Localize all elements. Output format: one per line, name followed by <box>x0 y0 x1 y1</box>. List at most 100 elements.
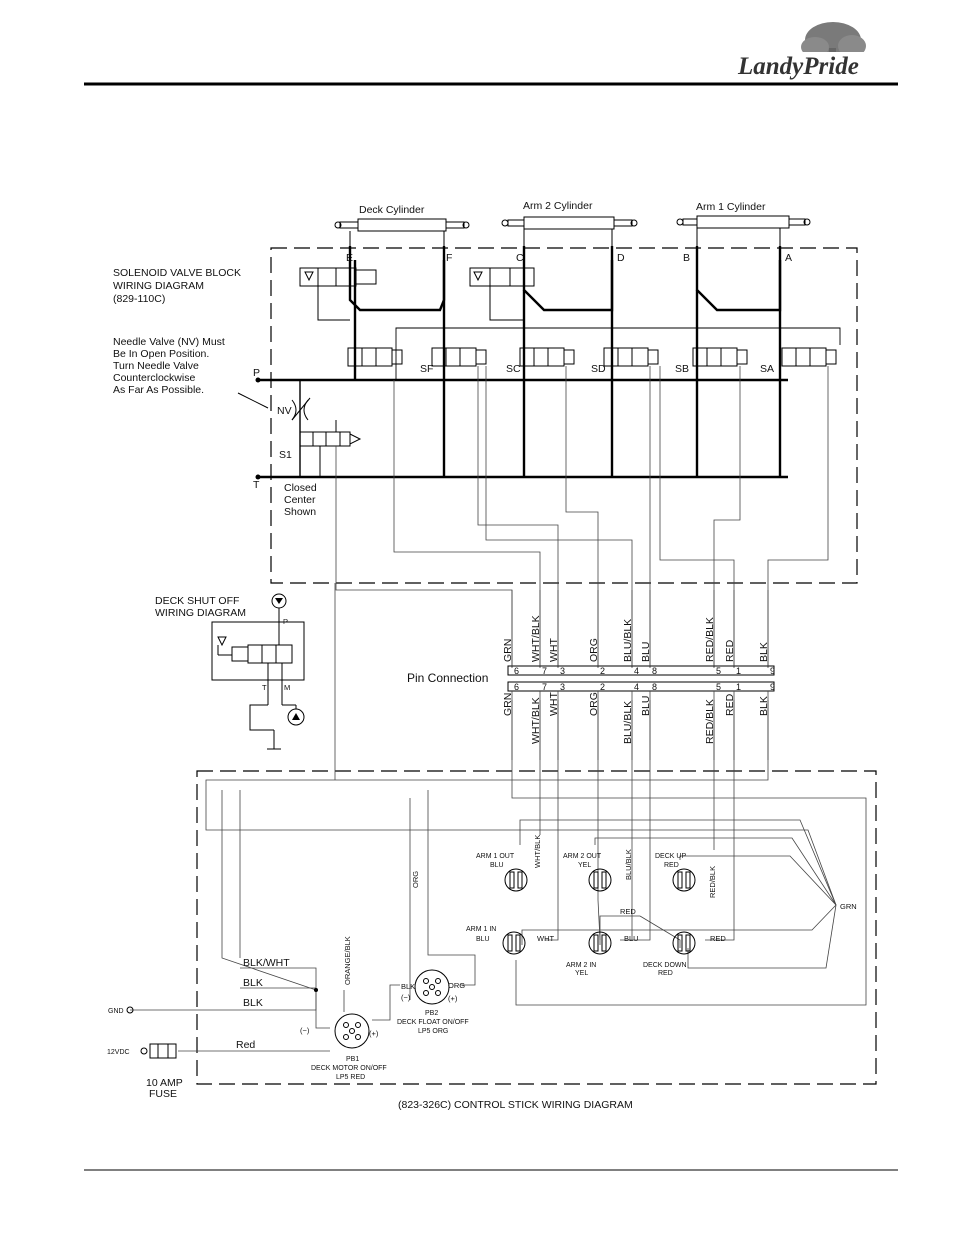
fuse-label-1: 10 AMP <box>146 1077 183 1089</box>
arm2-in-button: ARM 2 IN YEL BLU <box>566 931 639 977</box>
arm1-out-button: ARM 1 OUT BLU WHT/BLK <box>476 835 542 892</box>
orange-blk-wire-label: ORANGE/BLK <box>343 936 352 985</box>
pin-number-lower: 5 <box>716 682 721 692</box>
arm2-cylinder: Arm 2 Cylinder C D <box>501 200 638 264</box>
wire-label-upper: BLU <box>640 642 652 662</box>
v12-label: 12VDC <box>107 1049 130 1056</box>
svg-text:ORG: ORG <box>448 981 465 990</box>
org-wire-label: ORG <box>411 871 420 888</box>
wire-label-lower: WHT <box>548 692 560 716</box>
wire-label-upper: BLU/BLK <box>622 619 634 662</box>
port-t-label: T <box>253 479 260 491</box>
pin-number-lower: 4 <box>634 682 639 692</box>
control-stick-caption: (823-326C) CONTROL STICK WIRING DIAGRAM <box>398 1099 633 1111</box>
fuse-icon <box>149 1043 177 1059</box>
svg-text:SOLENOID VALVE BLOCK: SOLENOID VALVE BLOCK <box>113 267 241 279</box>
pin-number-upper: 3 <box>560 666 565 676</box>
deck-shutoff-frame <box>211 621 305 681</box>
svg-text:LP5 RED: LP5 RED <box>336 1074 365 1081</box>
pin-number-upper: 4 <box>634 666 639 676</box>
port-f-label: F <box>446 252 452 264</box>
deck-shutoff-title: DECK SHUT OFF WIRING DIAGRAM <box>155 595 246 619</box>
svg-text:RED/BLK: RED/BLK <box>708 866 717 898</box>
svg-text:M: M <box>284 683 290 692</box>
svg-text:YEL: YEL <box>578 862 591 869</box>
pin-number-lower: 9 <box>770 682 775 692</box>
pin-number-upper: 7 <box>542 666 547 676</box>
svg-text:(−): (−) <box>401 993 411 1002</box>
wire-label-upper: RED <box>724 639 736 662</box>
valve-sd-label: SD <box>591 363 606 375</box>
svg-text:DECK SHUT OFF: DECK SHUT OFF <box>155 595 239 607</box>
fuse-label-2: FUSE <box>149 1088 177 1100</box>
wire-label-lower: BLU <box>640 696 652 716</box>
valve-sb-label: SB <box>675 363 689 375</box>
svg-text:Closed: Closed <box>284 482 317 494</box>
red-power-label: Red <box>236 1039 255 1051</box>
pb1-connector: (−) (+) PB1 DECK MOTOR ON/OFF LP5 RED <box>300 1013 387 1081</box>
svg-text:DECK DOWN: DECK DOWN <box>643 962 687 969</box>
pin-number-lower: 6 <box>514 682 519 692</box>
deck-up-button: DECK UP RED RED/BLK <box>655 853 717 898</box>
pin-number-lower: 3 <box>560 682 565 692</box>
svg-text:BLU/BLK: BLU/BLK <box>624 849 633 880</box>
solenoid-s1: S1 <box>279 420 362 477</box>
svg-text:WIRING DIAGRAM: WIRING DIAGRAM <box>155 607 246 619</box>
valve-block-frame <box>270 247 858 584</box>
svg-text:LP5 ORG: LP5 ORG <box>418 1028 448 1035</box>
svg-text:ARM 1 IN: ARM 1 IN <box>466 926 496 933</box>
deck-shutoff-valve: P T M <box>217 593 305 750</box>
closed-center-note: Closed Center Shown <box>284 482 317 518</box>
control-stick-frame <box>196 770 877 1085</box>
svg-text:WIRING DIAGRAM: WIRING DIAGRAM <box>113 280 204 292</box>
grn-wire-label: GRN <box>840 902 857 911</box>
svg-text:BLU: BLU <box>624 934 639 943</box>
wire-label-lower: BLK <box>758 696 770 716</box>
svg-text:PB2: PB2 <box>425 1010 438 1017</box>
pin-number-lower: 2 <box>600 682 605 692</box>
gnd-label: GND <box>108 1008 124 1015</box>
wire-label-lower: RED <box>724 693 736 716</box>
svg-text:WHT/BLK: WHT/BLK <box>533 835 542 868</box>
needle-valve-label: NV <box>277 405 292 417</box>
arm2-upper-valve <box>469 267 535 321</box>
svg-text:BLU: BLU <box>476 936 490 943</box>
valve-block-title: SOLENOID VALVE BLOCK WIRING DIAGRAM (829… <box>113 267 241 305</box>
wire-label-upper: WHT <box>548 638 560 662</box>
svg-text:ARM 2 IN: ARM 2 IN <box>566 962 596 969</box>
wire-label-lower: RED/BLK <box>704 699 716 744</box>
pin-number-upper: 1 <box>736 666 741 676</box>
connector-lower <box>507 681 775 692</box>
pilot-line <box>395 327 841 380</box>
s1-label: S1 <box>279 449 292 461</box>
pin-number-lower: 7 <box>542 682 547 692</box>
deck-upper-valve <box>299 267 377 321</box>
arm1-cylinder: Arm 1 Cylinder B A <box>676 201 811 264</box>
svg-text:(−): (−) <box>300 1026 310 1035</box>
pin-number-upper: 6 <box>514 666 519 676</box>
svg-text:YEL: YEL <box>575 970 588 977</box>
pin-number-upper: 8 <box>652 666 657 676</box>
connector-upper <box>507 665 775 676</box>
arm2-cylinder-title: Arm 2 Cylinder <box>523 200 593 212</box>
valve-signal-wires <box>335 366 829 668</box>
port-c-label: C <box>516 252 524 264</box>
landpride-logo: LandyPride <box>735 22 895 80</box>
port-b-label: B <box>683 252 690 264</box>
valve-sa-label: SA <box>760 363 774 375</box>
svg-text:DECK MOTOR ON/OFF: DECK MOTOR ON/OFF <box>311 1065 387 1072</box>
svg-text:Counterclockwise: Counterclockwise <box>113 372 195 384</box>
svg-text:ARM 1 OUT: ARM 1 OUT <box>476 853 515 860</box>
pin-connection-wires: 66GRNGRN77WHT/BLKWHT/BLK33WHTWHT22ORGORG… <box>502 590 775 760</box>
pin-number-lower: 1 <box>736 682 741 692</box>
blk-wht-label: BLK/WHT <box>243 957 290 969</box>
valve-sc-label: SC <box>506 363 521 375</box>
wire-label-upper: WHT/BLK <box>530 615 542 662</box>
deck-cylinder: Deck Cylinder E F <box>334 204 470 264</box>
svg-text:P: P <box>283 617 288 626</box>
wire-label-upper: BLK <box>758 642 770 662</box>
wire-label-upper: ORG <box>588 638 600 662</box>
pin-number-upper: 9 <box>770 666 775 676</box>
wire-label-lower: ORG <box>588 692 600 716</box>
